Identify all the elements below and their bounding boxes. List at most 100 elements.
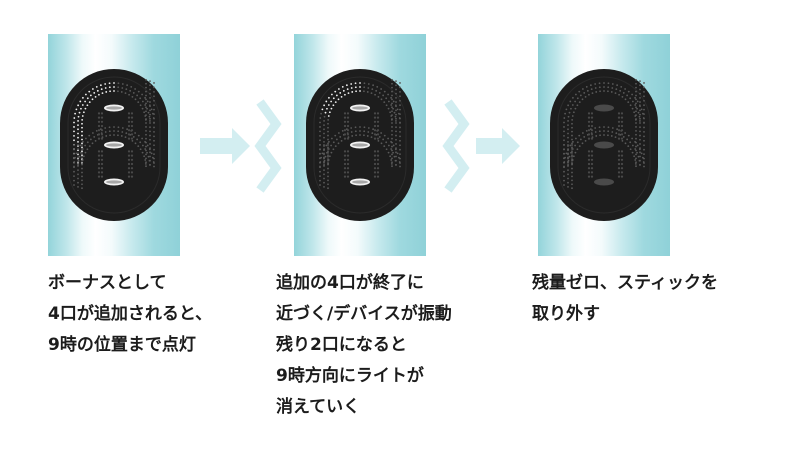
vertical-segment-dot	[373, 171, 377, 174]
ring-dot	[599, 90, 601, 93]
ring-dot	[578, 134, 581, 137]
vertical-segment-dot	[127, 112, 131, 115]
ring-dot	[327, 154, 329, 157]
ring-dot	[74, 112, 76, 115]
ring-dot	[331, 137, 333, 140]
ring-dot	[634, 96, 636, 99]
ring-dot	[108, 82, 111, 85]
ring-dot	[84, 151, 87, 154]
ring-dot	[323, 140, 325, 143]
ring-dot	[392, 151, 394, 154]
ring-dot	[391, 94, 393, 97]
ring-dot	[607, 82, 610, 85]
caption-line: ボーナスとして	[48, 273, 167, 293]
ring-dot	[610, 135, 613, 137]
led-display-step-1	[60, 69, 168, 221]
ring-dot	[145, 90, 147, 93]
ring-dot	[134, 88, 137, 90]
ring-dot	[327, 159, 330, 161]
ring-dot	[576, 148, 579, 151]
ring-dot	[393, 155, 396, 158]
ring-dot	[395, 117, 397, 120]
ring-dot	[145, 145, 147, 148]
ring-dot	[88, 90, 91, 93]
ring-dot	[367, 131, 370, 133]
ring-dot	[153, 82, 155, 84]
vertical-segment-dot	[376, 154, 380, 157]
ring-dot	[113, 126, 115, 128]
vertical-segment-dot	[376, 120, 380, 123]
ring-dot	[153, 95, 155, 98]
ring-dot	[125, 88, 128, 91]
ring-dot	[627, 101, 630, 103]
ring-dot	[152, 117, 155, 119]
ring-dot	[635, 90, 637, 93]
ring-dot	[332, 148, 335, 151]
vertical-segment-dot	[617, 171, 621, 174]
display-rim	[313, 76, 407, 214]
ring-dot	[77, 124, 79, 126]
ring-dot	[351, 91, 354, 93]
ring-dot	[399, 131, 401, 133]
vertical-segment-dot	[100, 124, 104, 128]
ring-dot	[391, 86, 393, 89]
ring-dot	[332, 141, 335, 144]
ring-dot	[89, 138, 92, 141]
ring-dot	[335, 138, 338, 141]
ring-dot	[98, 93, 100, 96]
ring-dot	[589, 84, 592, 87]
ring-dot	[576, 104, 579, 107]
vertical-segment-dot	[100, 162, 104, 166]
ring-dot	[359, 90, 361, 92]
ring-dot	[607, 134, 609, 137]
ring-dot	[634, 148, 637, 150]
ring-dot	[637, 111, 640, 114]
ring-dot	[635, 133, 637, 136]
vertical-segment-dot	[127, 175, 131, 178]
ring-dot	[340, 139, 343, 142]
ring-dot	[571, 150, 573, 153]
ring-dot	[396, 108, 399, 111]
ring-dot	[367, 87, 370, 89]
ring-dot	[629, 97, 632, 100]
ring-dot	[633, 155, 636, 158]
ring-dot	[363, 86, 366, 89]
vertical-segment-dot	[376, 167, 380, 170]
vertical-segment-dot	[376, 150, 380, 153]
ring-dot	[149, 92, 151, 95]
ring-dot	[380, 98, 383, 101]
caption-line: 9時方向にライトが	[276, 366, 424, 386]
caption-line: 消えていく	[276, 397, 361, 417]
caption-line: 近づく/デバイスが振動	[276, 304, 452, 324]
ring-dot	[578, 145, 581, 147]
vertical-segment-dot	[373, 162, 377, 166]
ring-dot	[323, 148, 325, 151]
ring-dot	[96, 89, 99, 92]
ring-dot	[614, 136, 617, 139]
ring-dot	[391, 137, 393, 140]
vertical-segment-dot	[376, 124, 380, 128]
ring-dot	[344, 93, 346, 96]
ring-dot	[137, 134, 140, 137]
vertical-segment-dot	[587, 133, 591, 136]
vertical-segment-dot	[620, 154, 624, 157]
ring-dot	[572, 155, 575, 158]
ring-dot	[390, 104, 393, 106]
ring-dot	[319, 148, 321, 151]
ring-dot	[639, 80, 641, 82]
vertical-segment-dot	[130, 162, 134, 166]
ring-dot	[391, 133, 393, 136]
ring-dot	[134, 132, 137, 134]
ring-dot	[575, 93, 577, 96]
ring-dot	[323, 104, 326, 107]
vertical-segment-dot	[617, 167, 621, 170]
vertical-segment-dot	[100, 133, 104, 136]
ring-dot	[334, 134, 337, 137]
vertical-segment-dot	[373, 133, 377, 136]
ring-dot	[643, 148, 645, 151]
ring-dot	[144, 148, 147, 150]
vertical-segment-dot	[97, 150, 101, 153]
ring-dot	[75, 152, 78, 155]
ring-dot	[395, 147, 397, 150]
ring-dot	[131, 95, 134, 98]
